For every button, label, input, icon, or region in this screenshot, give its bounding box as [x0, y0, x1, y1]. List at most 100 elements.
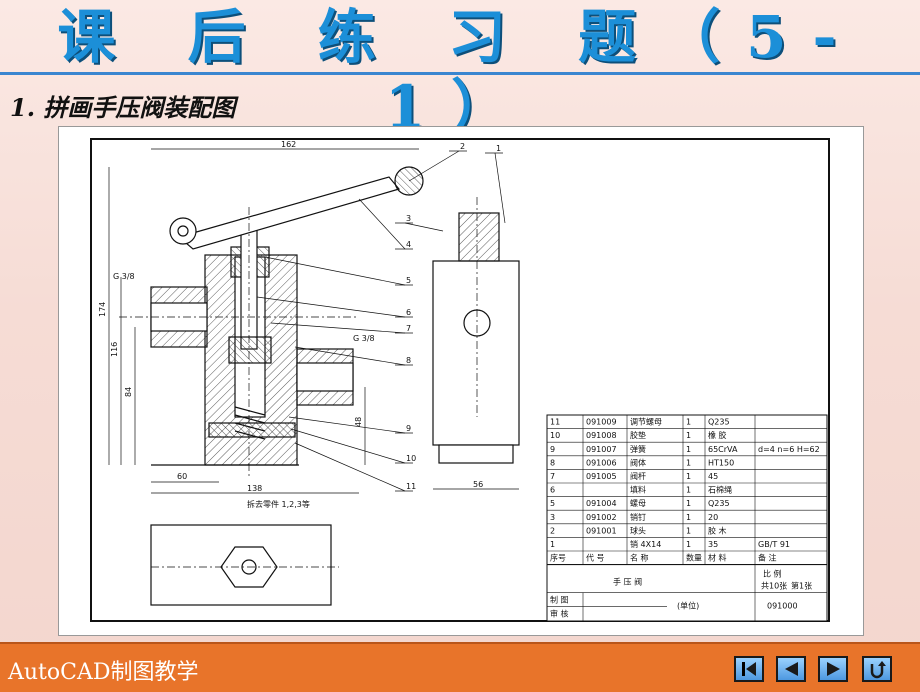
title-block-checked: 审 核 — [550, 609, 569, 619]
bom-cell-qty: 1 — [686, 418, 691, 427]
bom-cell-no: 11 — [550, 418, 560, 427]
dimension-lines — [108, 148, 519, 494]
bom-cell-no: 10 — [550, 431, 560, 440]
bom-cell-mat: 35 — [708, 540, 718, 549]
bom-cell-mat: 45 — [708, 472, 718, 481]
callout-9: 9 — [406, 424, 411, 433]
dim-60: 60 — [177, 472, 187, 481]
title-block-sheet-no: 第1张 — [791, 581, 812, 591]
footer-bar: AutoCAD制图教学 — [0, 642, 920, 692]
drawing-frame — [90, 138, 830, 622]
title-block-unit: (单位) — [677, 601, 699, 611]
bom-header-qty: 数量 — [686, 553, 702, 563]
bom-cell-qty: 1 — [686, 499, 691, 508]
callout-5: 5 — [406, 276, 411, 285]
slide-header: 课 后 练 习 题（5-1） — [0, 0, 920, 141]
drawing-canvas: 162 174 116 84 60 138 56 48 G 3/8 G 3/8 … — [90, 138, 830, 622]
bom-cell-code: 091005 — [586, 472, 617, 481]
title-block-scale: 比 例 — [763, 569, 782, 579]
bom-cell-qty: 1 — [686, 526, 691, 535]
callout-2: 2 — [460, 142, 465, 151]
dimension-values: 162 174 116 84 60 138 56 48 G 3/8 G 3/8 … — [98, 140, 483, 509]
dim-84: 84 — [124, 387, 133, 397]
bom-cell-name: 阀体 — [630, 457, 646, 467]
bom-cell-no: 3 — [550, 513, 555, 522]
assembly-drawing: 162 174 116 84 60 138 56 48 G 3/8 G 3/8 … — [58, 126, 864, 636]
bom-cell-name: 球头 — [630, 525, 646, 535]
bom-header-note: 备 注 — [758, 553, 777, 563]
bom-cell-mat: 橡 胶 — [708, 430, 727, 440]
next-page-icon — [827, 662, 840, 676]
bom-cell-name: 弹簧 — [630, 444, 646, 454]
bom-header-code: 代 号 — [586, 553, 605, 563]
bom-cell-code: 091006 — [586, 458, 617, 467]
front-section-view — [119, 166, 424, 477]
callout-6: 6 — [406, 308, 411, 317]
title-block-code: 091000 — [767, 602, 798, 611]
bom-cell-name: 螺母 — [630, 498, 646, 508]
bom-cell-code: 091009 — [586, 418, 617, 427]
bom-cell-qty: 1 — [686, 431, 691, 440]
dim-138: 138 — [247, 484, 262, 493]
bom-cell-qty: 1 — [686, 472, 691, 481]
return-icon — [870, 661, 886, 679]
bom-cell-mat: 20 — [708, 513, 718, 522]
bom-cell-name: 销 4X14 — [630, 539, 661, 549]
slide-title: 课 后 练 习 题（5-1） — [57, 3, 863, 141]
bom-cell-mat: Q235 — [708, 418, 730, 427]
callout-11: 11 — [406, 482, 416, 491]
callout-3: 3 — [406, 214, 411, 223]
bom-cell-no: 6 — [550, 486, 555, 495]
bom-cell-no: 2 — [550, 526, 555, 535]
thread-label-left: G 3/8 — [113, 272, 135, 281]
bom-cell-no: 1 — [550, 540, 555, 549]
bom-header-mat: 材 料 — [708, 553, 727, 563]
bom-cell-mat: 石棉绳 — [708, 485, 732, 495]
bom-cell-name: 调节螺母 — [630, 417, 662, 427]
exercise-heading: 1. 拼画手压阀装配图 — [10, 93, 236, 122]
bom-cell-code: 091002 — [586, 513, 617, 522]
bom-cell-mat: 65CrVA — [708, 445, 738, 454]
bom-cell-name: 销钉 — [630, 512, 646, 522]
return-button[interactable] — [862, 656, 892, 682]
bom-cell-mat: HT150 — [708, 458, 734, 467]
bom-cell-no: 9 — [550, 445, 555, 454]
bom-cell-code: 091001 — [586, 526, 617, 535]
title-block-drawn: 制 图 — [550, 595, 569, 605]
bom-cell-code: 091004 — [586, 499, 617, 508]
bom-cell-note: GB/T 91 — [758, 540, 790, 549]
bom-cell-code: 091008 — [586, 431, 617, 440]
bom-header-no: 序号 — [550, 553, 566, 563]
bom-cell-no: 5 — [550, 499, 555, 508]
bom-cell-name: 阀杆 — [630, 471, 646, 481]
bom-cell-code: 091007 — [586, 445, 617, 454]
bom-cell-qty: 1 — [686, 458, 691, 467]
bom-cell-qty: 1 — [686, 445, 691, 454]
bom-cell-qty: 1 — [686, 513, 691, 522]
bom-header-name: 名 称 — [630, 553, 649, 563]
dim-162: 162 — [281, 140, 296, 149]
first-page-icon — [742, 662, 756, 676]
bom-cell-mat: 胶 木 — [708, 525, 727, 535]
next-page-button[interactable] — [818, 656, 848, 682]
bom-cell-no: 8 — [550, 458, 555, 467]
bom-cell-name: 填料 — [630, 485, 646, 495]
callout-7: 7 — [406, 324, 411, 333]
bom-cell-qty: 1 — [686, 540, 691, 549]
bom-cell-mat: Q235 — [708, 499, 730, 508]
top-view — [150, 524, 339, 606]
remove-parts-note: 拆去零件 1,2,3等 — [247, 499, 310, 509]
dim-174: 174 — [98, 302, 107, 317]
title-block-sheets: 共10张 — [761, 582, 787, 591]
bom-cell-qty: 1 — [686, 486, 691, 495]
previous-page-button[interactable] — [776, 656, 806, 682]
title-divider — [0, 72, 920, 75]
title-block-name: 手 压 阀 — [613, 577, 642, 587]
dim-48: 48 — [354, 417, 363, 427]
first-page-button[interactable] — [734, 656, 764, 682]
footer-course-label: AutoCAD制图教学 — [8, 660, 199, 685]
thread-label-right: G 3/8 — [353, 334, 375, 343]
dim-56: 56 — [473, 480, 483, 489]
bom-cell-note: d=4 n=6 H=62 — [758, 445, 820, 454]
